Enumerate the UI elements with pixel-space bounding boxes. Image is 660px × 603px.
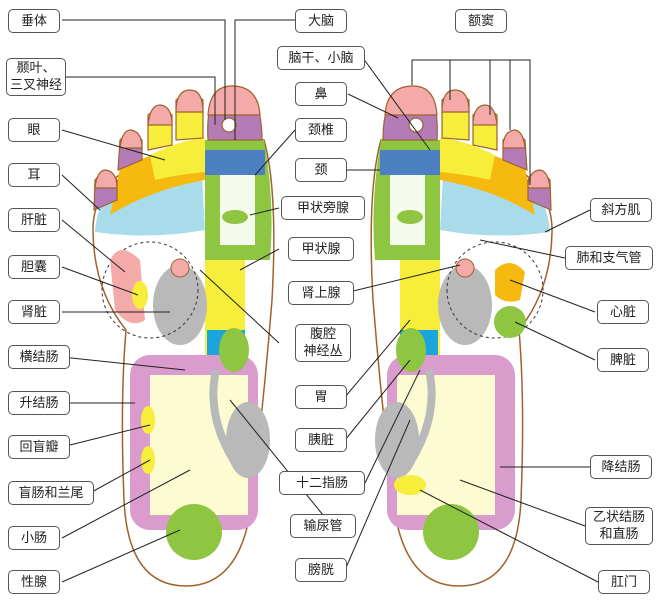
label-ureter: 输尿管 (290, 514, 356, 538)
label-kidney: 肾脏 (8, 300, 60, 324)
label-bladder: 膀胱 (295, 558, 347, 582)
label-liver: 肝脏 (8, 208, 60, 232)
label-ear: 耳 (8, 163, 60, 187)
label-cecum-appendix: 盲肠和兰尾 (8, 481, 94, 505)
label-ascending-colon: 升结肠 (8, 391, 70, 415)
label-parathyroid: 甲状旁腺 (281, 196, 365, 220)
label-trapezius: 斜方肌 (590, 198, 652, 222)
left-foot (93, 86, 274, 586)
label-celiac-plexus: 腹腔 神经丛 (295, 324, 351, 362)
label-brainstem-cerebellum: 脑干、小脑 (277, 46, 365, 70)
label-pituitary: 垂体 (8, 9, 60, 33)
label-cerebrum: 大脑 (295, 9, 347, 33)
label-transverse-colon: 横结肠 (8, 345, 70, 369)
label-descending-colon: 降结肠 (590, 455, 652, 479)
label-adrenal: 肾上腺 (288, 281, 354, 305)
label-neck: 颈 (295, 158, 347, 182)
label-frontal-sinus: 额窦 (455, 9, 507, 33)
right-foot-specific (394, 262, 526, 495)
label-nose: 鼻 (295, 82, 347, 106)
label-eye: 眼 (8, 118, 60, 142)
label-stomach: 胃 (295, 385, 347, 409)
leader-lines (61, 19, 599, 583)
label-heart: 心脏 (597, 300, 649, 324)
label-sigmoid-rectum: 乙状结肠 和直肠 (585, 507, 653, 545)
label-duodenum: 十二指肠 (279, 471, 365, 495)
label-gonads: 性腺 (8, 570, 60, 594)
label-temporal-trigeminal: 颞叶、 三叉神经 (6, 58, 66, 96)
label-ileocecal-valve: 回盲瓣 (8, 435, 70, 459)
label-lungs-bronchi: 肺和支气管 (565, 246, 653, 270)
label-thyroid: 甲状腺 (288, 237, 354, 261)
label-pancreas: 胰脏 (295, 428, 347, 452)
left-foot-specific (110, 250, 155, 474)
label-small-intestine: 小肠 (8, 526, 60, 550)
label-cervical-spine: 颈椎 (295, 118, 347, 142)
label-anus: 肛门 (598, 570, 650, 594)
label-spleen: 脾脏 (597, 348, 649, 372)
label-gallbladder: 胆囊 (8, 255, 60, 279)
